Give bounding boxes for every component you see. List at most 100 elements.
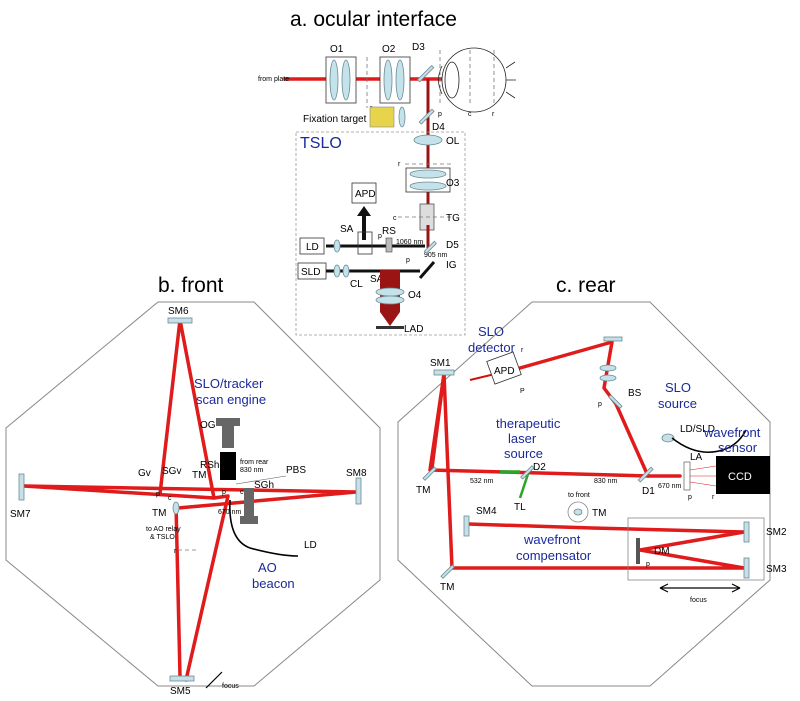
ldsld-coupler (661, 433, 675, 443)
o1-label: O1 (330, 44, 344, 55)
eye-c-label: c (468, 111, 472, 118)
sm5-mirror (169, 675, 195, 682)
sm7-label: SM7 (10, 509, 31, 520)
ldsld-fiber (671, 429, 747, 453)
tslo-p-label: p (378, 233, 382, 240)
cl-label: CL (350, 279, 363, 290)
sld-lens-b (342, 264, 350, 278)
sm4-label: SM4 (476, 506, 497, 517)
og-label: OG (200, 420, 216, 431)
sld-label: SLD (301, 267, 320, 278)
tslo-apd-label: APD (355, 189, 376, 200)
bs-label: BS (628, 388, 642, 399)
rear-r1: r (521, 347, 524, 354)
to-ao-2: & TSLO (150, 534, 175, 541)
rear-lens-1 (599, 364, 617, 372)
o4-label: O4 (408, 290, 422, 301)
sm7-mirror (18, 473, 25, 501)
front-beam-path (22, 318, 358, 678)
sm6-mirror (167, 317, 193, 324)
o2-label: O2 (382, 44, 396, 55)
tm-c-label: TM (440, 582, 454, 593)
eye-optic-nerve (505, 61, 516, 99)
tm-a-label: TM (416, 485, 430, 496)
lenslet-array (683, 461, 691, 491)
ld-lens (333, 239, 341, 253)
sm8-label: SM8 (346, 468, 367, 479)
engine-label-2: scan engine (196, 392, 266, 407)
rear-beam-tm (430, 372, 446, 470)
tslo-r-label: r (398, 161, 401, 168)
beacon-label-2: beacon (252, 576, 295, 591)
from-plate-label: from plate (258, 76, 289, 83)
sgh-galvo (244, 488, 254, 520)
d3-mirror (416, 64, 435, 83)
nm670-rear: 670 nm (658, 483, 682, 490)
rear-p2: p (688, 494, 692, 501)
from-rear-1: from rear (240, 459, 269, 466)
to-front-label: to front (568, 492, 590, 499)
tm2-mirror (172, 501, 180, 515)
tl-label: TL (514, 502, 526, 513)
nm830-rear: 830 nm (594, 478, 618, 485)
la-label: LA (690, 452, 703, 463)
sgv-label: SGv (162, 466, 181, 477)
tm-b-housing (567, 501, 589, 523)
front-focus-arrow (205, 671, 223, 689)
nm1060-label: 1060 nm (396, 239, 423, 246)
from-rear-2: 830 nm (240, 467, 264, 474)
beacon-label-1: AO (258, 560, 277, 575)
rear-r2: r (712, 494, 715, 501)
d5-label: D5 (446, 240, 459, 251)
eye-r-label: r (492, 111, 495, 118)
fixation-label: Fixation target (303, 114, 367, 125)
ld-box (299, 237, 325, 255)
og-cap (216, 418, 240, 426)
sm3-mirror (743, 557, 750, 579)
rs-scanner (385, 237, 393, 253)
therapeutic-1: therapeutic (496, 416, 561, 431)
sa1-label: SA (340, 224, 354, 235)
ig-label: IG (446, 260, 457, 271)
sm3-label: SM3 (766, 564, 787, 575)
front-beam-sm5 (184, 494, 230, 682)
pbs-leader (235, 475, 287, 485)
eye-p-label: p (438, 111, 442, 118)
lad-detector (376, 326, 404, 329)
eye-cornea (438, 65, 443, 95)
tm-b-mirror (573, 508, 583, 516)
tslo-label: TSLO (300, 135, 342, 152)
o1-lens-b (341, 59, 351, 101)
rear-p-dm: p (646, 561, 650, 568)
d4-label: D4 (432, 122, 445, 133)
sm4-mirror (463, 515, 470, 537)
bs-splitter (608, 394, 623, 409)
rear-fold-mirror (603, 336, 623, 342)
title-ocular-interface: a. ocular interface (290, 8, 457, 31)
dm-label: DM (654, 546, 670, 557)
sm2-mirror (743, 521, 750, 543)
ig-mirror (418, 261, 436, 279)
tm-b-label: TM (592, 508, 606, 519)
dm-mirror (636, 538, 640, 564)
pbs-label: PBS (286, 465, 306, 476)
sm5-label: SM5 (170, 686, 191, 697)
nm532-label: 532 nm (470, 478, 494, 485)
front-p1: p (156, 491, 160, 498)
compensator-1: wavefront (523, 532, 581, 547)
d4-mirror (418, 108, 435, 125)
apd-arrow (357, 206, 371, 216)
slo-detector-1: SLO (478, 324, 504, 339)
rear-focus-label: focus (690, 597, 707, 604)
lenslet-spots (689, 465, 717, 487)
tg-c-label: c (393, 215, 397, 222)
front-r1: r (174, 548, 177, 555)
fixation-lens (398, 106, 406, 128)
rear-enclosure (397, 301, 771, 687)
ld-fiber (229, 499, 299, 557)
rsh-label: RSh (200, 460, 219, 471)
tg-label: TG (446, 213, 460, 224)
o2-lens-b (395, 59, 405, 101)
ld-label: LD (306, 242, 319, 253)
